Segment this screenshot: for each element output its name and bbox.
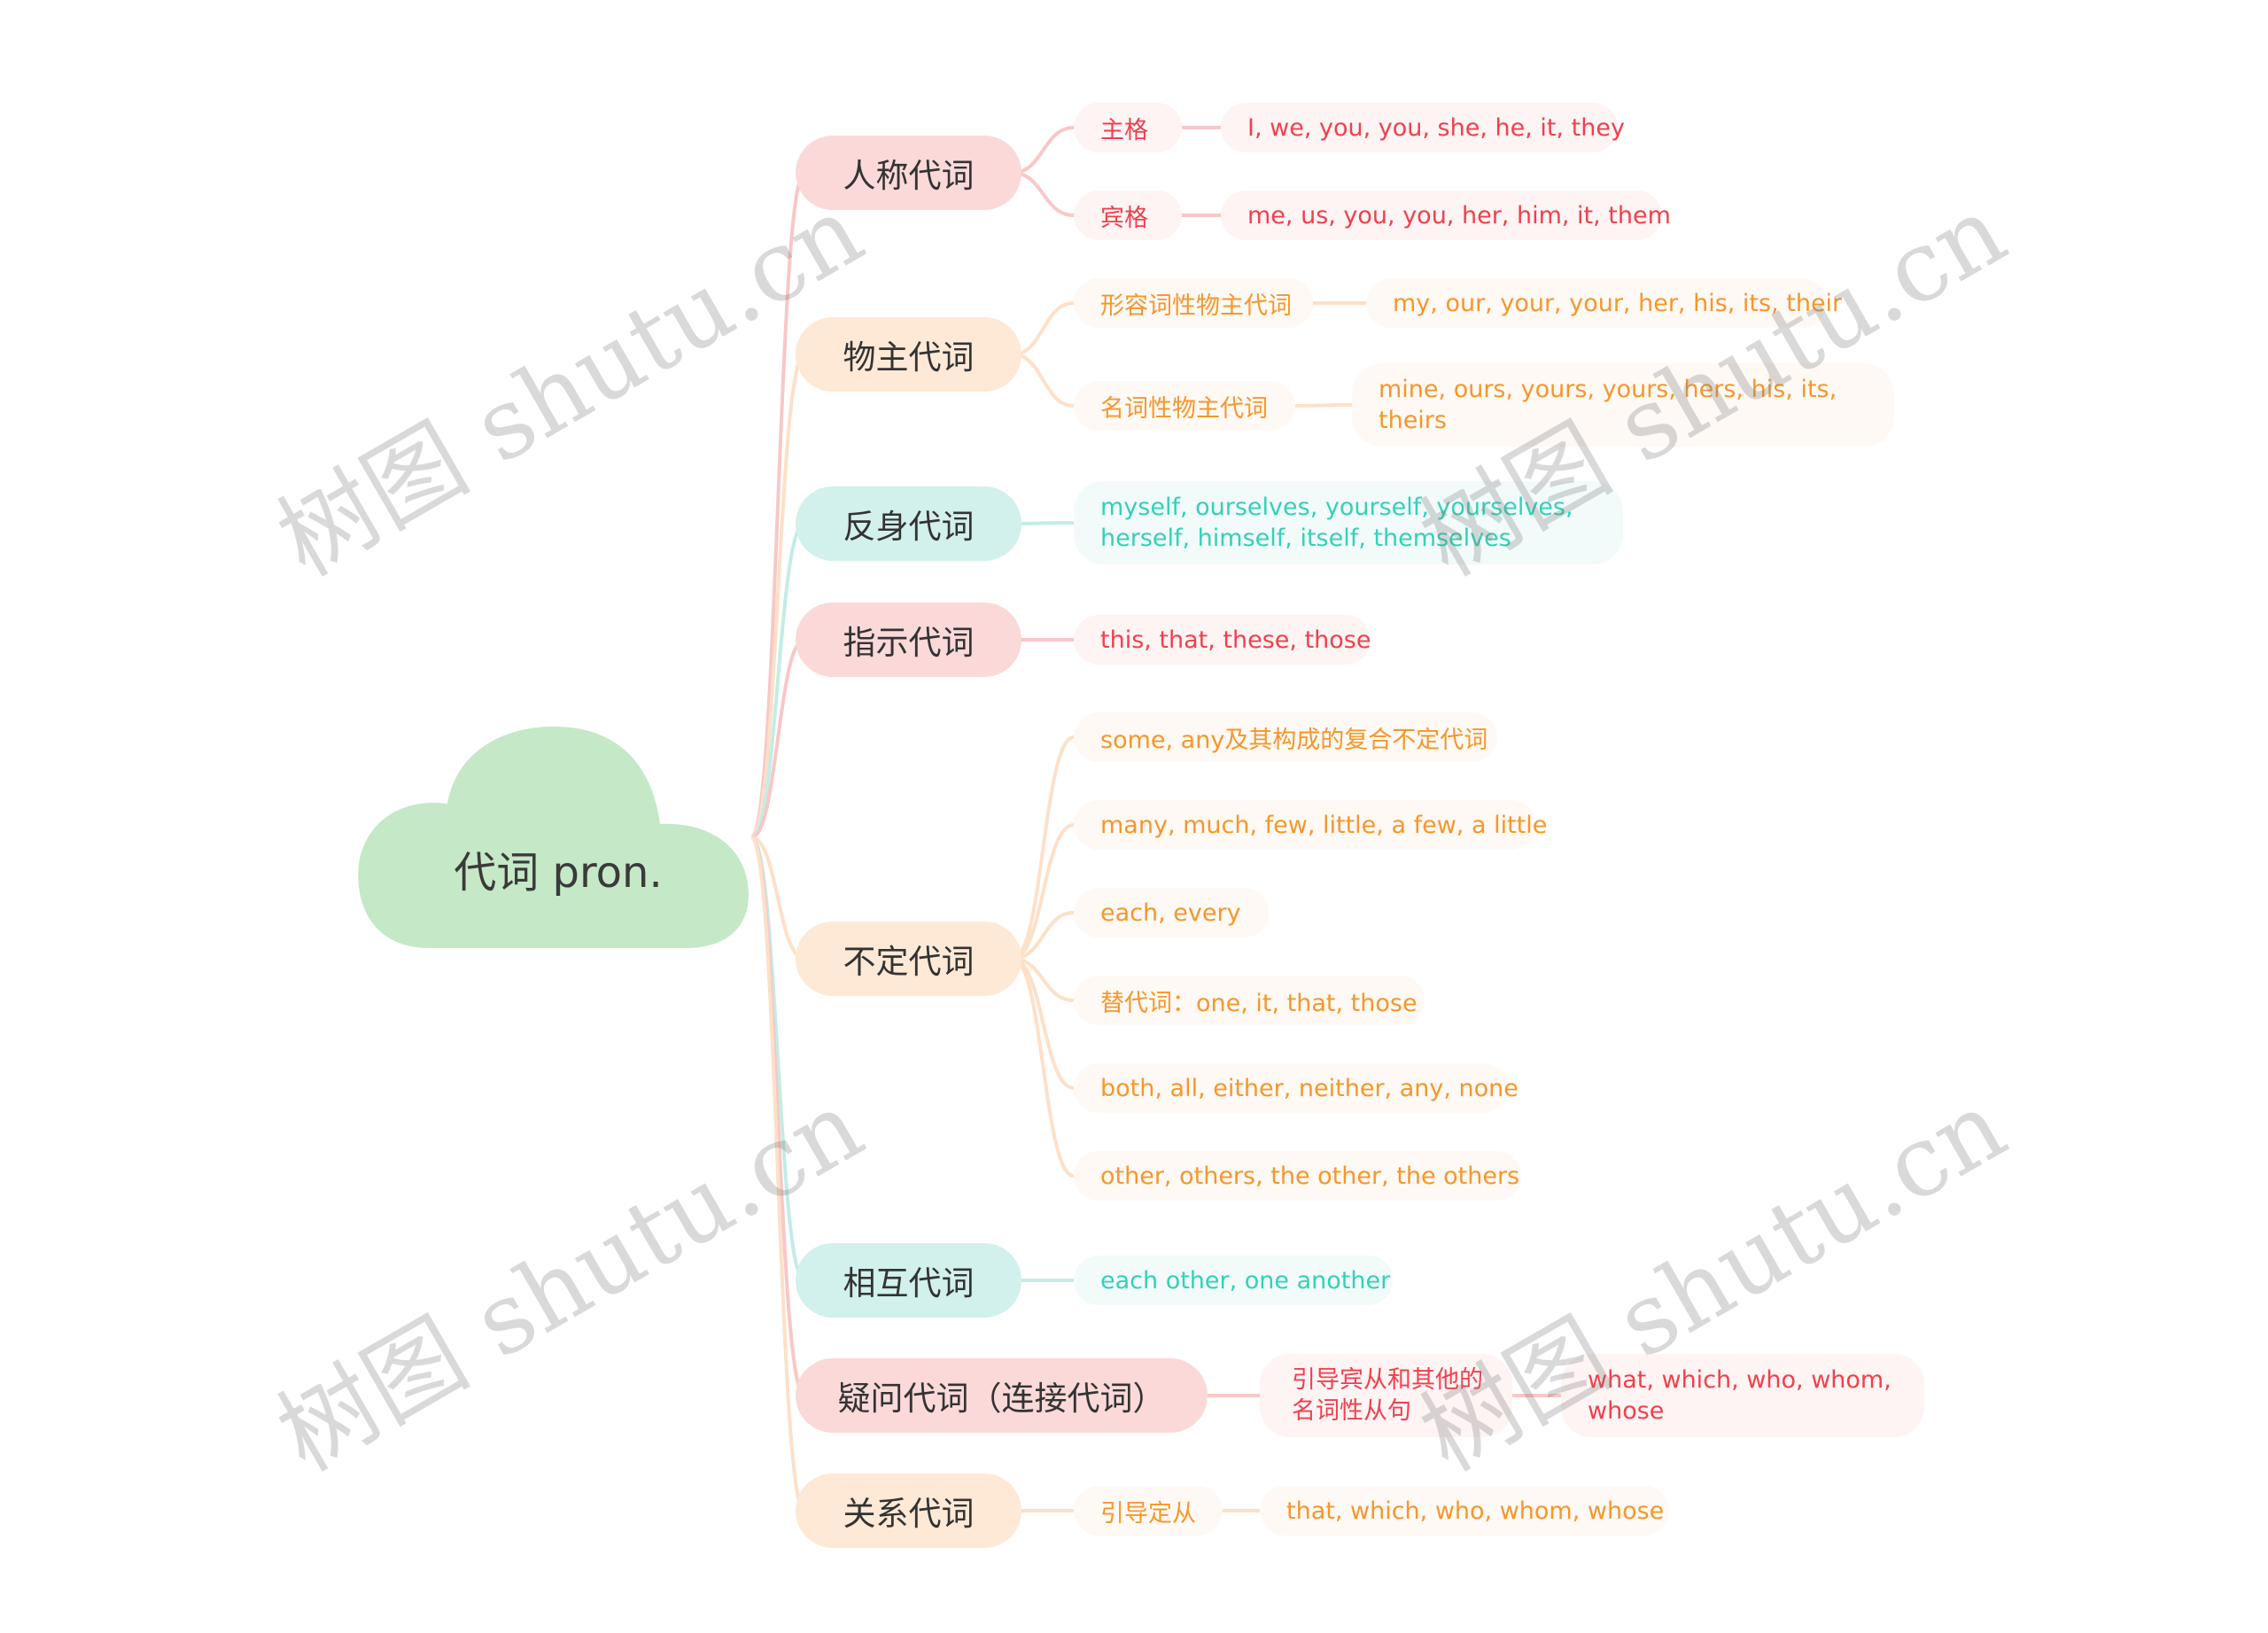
leaf-indefinite-item-1[interactable]: some, any及其构成的复合不定代词 bbox=[1074, 712, 1497, 762]
leaf-relative-list[interactable]: that, which, who, whom, whose bbox=[1260, 1486, 1669, 1536]
connector-line bbox=[750, 353, 806, 839]
leaf-adjectival-possessive-list[interactable]: my, our, your, your, her, his, its, thei… bbox=[1366, 278, 1842, 328]
branch-reflexive-pronoun[interactable]: 反身代词 bbox=[796, 486, 1021, 561]
sub-attributive-clause-intro[interactable]: 引导定从 bbox=[1074, 1486, 1223, 1536]
leaf-demonstrative-list[interactable]: this, that, these, those bbox=[1074, 615, 1371, 665]
leaf-indefinite-item-5[interactable]: both, all, either, neither, any, none bbox=[1074, 1063, 1518, 1113]
connector-line bbox=[750, 836, 806, 1512]
connector-line bbox=[1012, 301, 1075, 356]
connector-line bbox=[750, 522, 805, 839]
sub-adjectival-possessive[interactable]: 形容词性物主代词 bbox=[1074, 278, 1313, 328]
root-label[interactable]: 代词 pron. bbox=[454, 848, 663, 898]
connector-line bbox=[1012, 957, 1075, 1090]
sub-nominative-case[interactable]: 主格 bbox=[1074, 103, 1182, 152]
connector-line bbox=[1012, 171, 1075, 217]
connector-line bbox=[750, 638, 805, 839]
connector-line bbox=[1012, 126, 1075, 175]
branch-personal-pronoun[interactable]: 人称代词 bbox=[796, 136, 1021, 210]
sub-nominal-possessive[interactable]: 名词性物主代词 bbox=[1074, 381, 1295, 431]
branch-reciprocal-pronoun[interactable]: 相互代词 bbox=[796, 1243, 1021, 1318]
branch-relative-pronoun[interactable]: 关系代词 bbox=[796, 1474, 1021, 1548]
leaf-indefinite-item-3[interactable]: each, every bbox=[1074, 888, 1269, 937]
leaf-reciprocal-list[interactable]: each other, one another bbox=[1074, 1256, 1393, 1305]
leaf-nominative-list[interactable]: I, we, you, you, she, he, it, they bbox=[1221, 103, 1625, 152]
branch-demonstrative-pronoun[interactable]: 指示代词 bbox=[796, 603, 1021, 677]
leaf-indefinite-item-4[interactable]: 替代词：one, it, that, those bbox=[1074, 976, 1425, 1025]
connector-line bbox=[1012, 823, 1075, 960]
connector-line bbox=[1012, 353, 1075, 408]
connector-line bbox=[1294, 403, 1353, 408]
leaf-reflexive-list[interactable]: myself, ourselves, yourself, yourselves,… bbox=[1074, 481, 1623, 564]
leaf-indefinite-item-6[interactable]: other, others, the other, the others bbox=[1074, 1151, 1521, 1201]
branch-possessive-pronoun[interactable]: 物主代词 bbox=[796, 317, 1021, 392]
sub-objective-case[interactable]: 宾格 bbox=[1074, 191, 1182, 240]
leaf-nominal-possessive-list[interactable]: mine, ours, yours, yours, hers, his, its… bbox=[1352, 363, 1894, 447]
connector-line bbox=[1012, 735, 1075, 960]
branch-interrogative-pronoun[interactable]: 疑问代词（连接代词） bbox=[796, 1358, 1208, 1433]
root-cloud-icon bbox=[358, 727, 749, 948]
connector-line bbox=[1012, 957, 1075, 1178]
leaf-objective-list[interactable]: me, us, you, you, her, him, it, them bbox=[1221, 191, 1671, 240]
leaf-interrogative-list[interactable]: what, which, who, whom, whose bbox=[1561, 1354, 1924, 1437]
leaf-indefinite-item-2[interactable]: many, much, few, little, a few, a little bbox=[1074, 800, 1547, 850]
connector-line bbox=[750, 836, 806, 1397]
connector-line bbox=[1012, 521, 1075, 525]
sub-object-clause-intro[interactable]: 引导宾从和其他的名词性从句 bbox=[1260, 1354, 1512, 1437]
branch-indefinite-pronoun[interactable]: 不定代词 bbox=[796, 921, 1021, 996]
